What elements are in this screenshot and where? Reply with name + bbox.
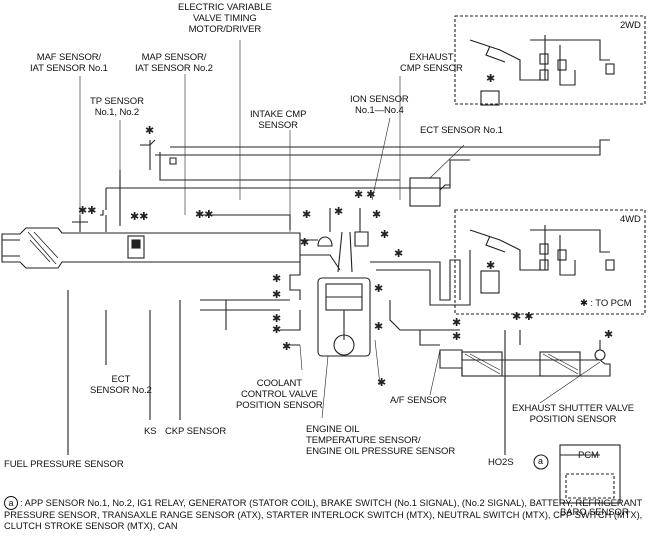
marker-maf: ✱✱ — [78, 205, 96, 217]
catalytic-converter — [461, 351, 503, 377]
marker-intake-cmp: ✱ — [334, 206, 343, 218]
marker-ion: ✱ ✱ — [354, 189, 376, 201]
marker-af-2: ✱ — [452, 317, 461, 329]
marker-map: ✱✱ — [195, 209, 213, 221]
marker-side-1: ✱ — [272, 273, 281, 285]
marker-af: ✱ — [377, 377, 386, 389]
inset-2wd-label: 2WD — [620, 20, 641, 31]
air-intake-duct — [1, 227, 301, 269]
marker-side-3: ✱ — [272, 313, 281, 325]
circle-a-label: a — [538, 456, 543, 466]
ks-label: KS — [144, 426, 157, 437]
inset-4wd-label: 4WD — [620, 214, 641, 225]
ckp-sensor-label: CKP SENSOR — [165, 426, 227, 437]
pcm-box — [559, 444, 621, 504]
marker-shutter: ✱ — [604, 329, 613, 341]
marker-side-5: ✱ — [282, 341, 291, 353]
ect-sensor-1-label: ECT SENSOR No.1 — [420, 125, 503, 136]
marker-ect-left: ✱ — [300, 237, 309, 249]
marker-2wd: ✱ — [486, 73, 495, 85]
footnote-text: : APP SENSOR No.1, No.2, IG1 RELAY, GENE… — [4, 498, 643, 531]
to-pcm-legend: ✱ : TO PCM — [580, 298, 632, 309]
marker-harness: ✱ — [145, 125, 154, 137]
marker-side-4: ✱ — [272, 324, 281, 336]
fuel-pressure-label: FUEL PRESSURE SENSOR — [4, 459, 124, 470]
marker-side-2: ✱ — [272, 289, 281, 301]
marker-ion-2: ✱ — [380, 229, 389, 241]
marker-ect1: ✱ — [394, 248, 403, 260]
af-sensor-label: A/F SENSOR — [390, 395, 447, 406]
marker-exhaust-cmp: ✱ — [372, 209, 381, 221]
marker-right-2: ✱ — [374, 321, 383, 333]
marker-right-1: ✱ — [374, 283, 383, 295]
marker-4wd: ✱ — [486, 260, 495, 272]
footnote: a: APP SENSOR No.1, No.2, IG1 RELAY, GEN… — [4, 496, 644, 532]
map-sensor-label: MAP SENSOR/IAT SENSOR No.2 — [135, 52, 213, 74]
catalytic-converter-2 — [539, 351, 581, 377]
ho2s-label: HO2S — [488, 457, 514, 468]
pcm-markers: ✱✱ ✱✱ ✱✱ ✱ ✱ ✱ ✱ ✱ ✱ ✱ ✱ ✱ ✱ ✱ ✱ ✱ ✱ ✱ ✱… — [78, 73, 613, 389]
pcm-label: PCM — [578, 450, 599, 461]
marker-tp: ✱✱ — [130, 211, 148, 223]
marker-evvt: ✱ — [302, 209, 311, 221]
engine-block — [317, 277, 371, 357]
inset-2wd — [454, 15, 646, 105]
inset-4wd — [454, 209, 646, 315]
marker-ho2s: ✱ ✱ — [512, 311, 534, 323]
maf-sensor-label: MAF SENSOR/IAT SENSOR No.1 — [30, 52, 108, 74]
marker-af-3: ✱ — [452, 331, 461, 343]
intake-manifold — [300, 239, 341, 271]
footnote-marker: a — [4, 496, 18, 510]
baro-sensor-label: BARO SENSOR — [560, 507, 629, 518]
